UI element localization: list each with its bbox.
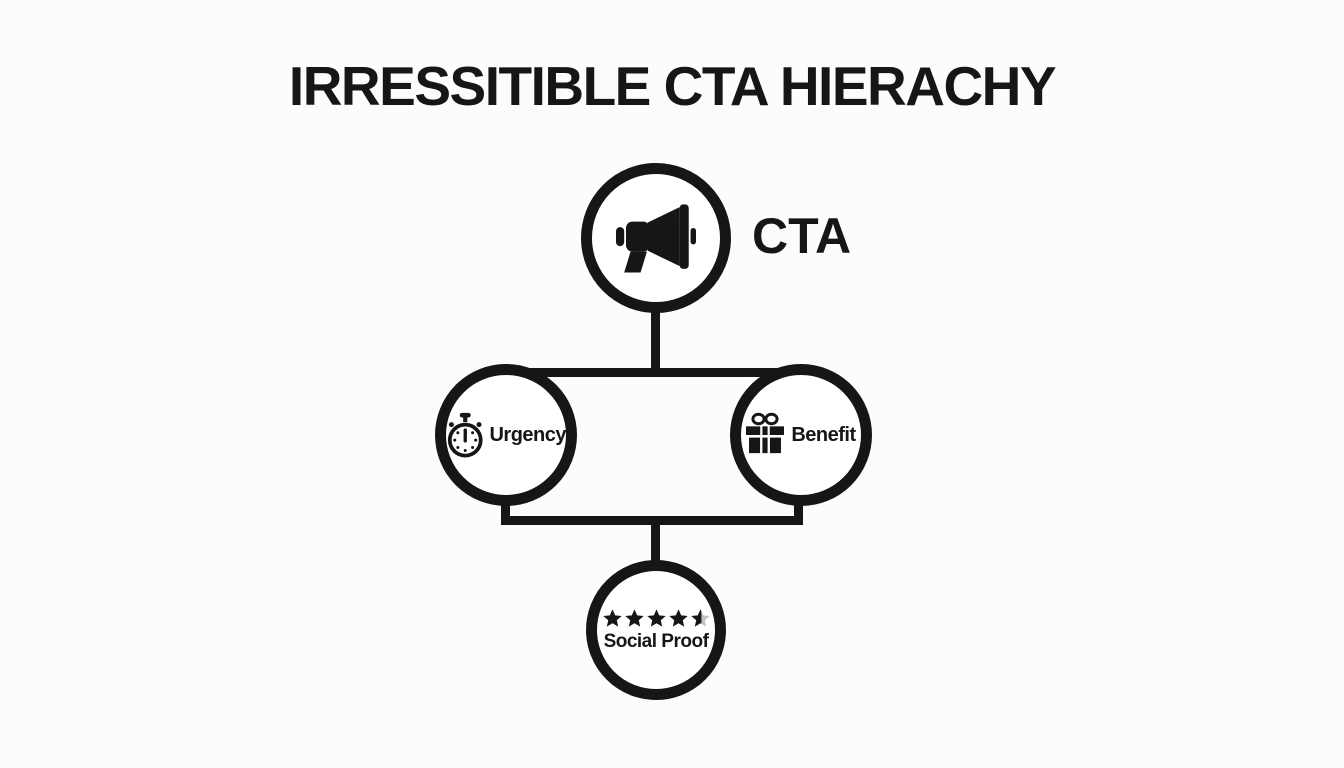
- node-cta-label: CTA: [752, 208, 852, 264]
- star-icon: [646, 608, 666, 627]
- star-icon: [668, 608, 688, 627]
- gift-icon: [746, 412, 785, 454]
- megaphone-icon: [616, 204, 696, 273]
- star-icon: [624, 608, 644, 627]
- node-urgency-label: Urgency: [489, 423, 566, 446]
- connector-branch-top: [500, 368, 805, 377]
- node-benefit: Benefit: [730, 364, 872, 506]
- node-social-proof-label: Social Proof: [603, 630, 709, 652]
- node-benefit-label: Benefit: [791, 423, 856, 446]
- connector-benefit-down: [794, 488, 803, 525]
- star-icon: [602, 608, 622, 627]
- connector-social-up: [651, 520, 660, 568]
- star-rating-icon: [602, 608, 711, 629]
- node-urgency: Urgency: [435, 364, 577, 506]
- node-social-proof: Social Proof: [586, 560, 726, 700]
- connector-cta-down: [651, 306, 660, 373]
- stopwatch-icon: [447, 412, 483, 457]
- connector-urgency-down: [501, 488, 510, 525]
- star-half-icon: [690, 608, 710, 627]
- diagram-title: IRRESSITIBLE CTA HIERACHY: [288, 55, 1057, 117]
- node-cta: [581, 163, 731, 313]
